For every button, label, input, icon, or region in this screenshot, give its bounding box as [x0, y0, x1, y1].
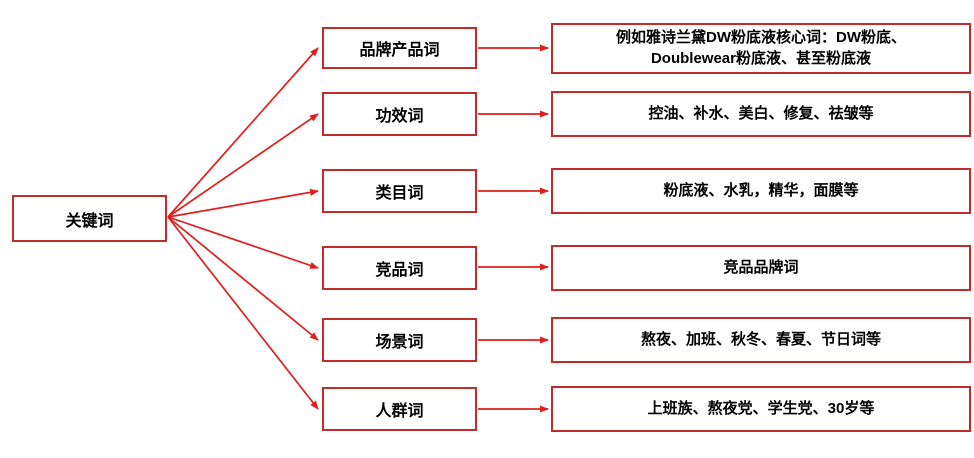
category-node-effect: 功效词: [322, 92, 477, 136]
description-node-crowd: 上班族、熬夜党、学生党、30岁等: [551, 386, 971, 432]
category-node-category: 类目词: [322, 169, 477, 213]
category-node-competitor: 竞品词: [322, 246, 477, 290]
description-node-effect: 控油、补水、美白、修复、祛皱等: [551, 91, 971, 137]
description-node-category: 粉底液、水乳，精华，面膜等: [551, 168, 971, 214]
category-node-scene: 场景词: [322, 318, 477, 362]
description-node-competitor: 竞品品牌词: [551, 245, 971, 291]
arrow-root-to-category: [167, 188, 319, 218]
root-node-keyword: 关键词: [12, 195, 167, 242]
arrow-root-to-brand: [167, 47, 319, 218]
arrow-root-to-scene: [167, 216, 319, 341]
arrow-root-to-effect: [167, 113, 319, 218]
arrow-root-to-rival: [167, 216, 319, 269]
arrow-root-to-crowd: [167, 216, 319, 410]
category-node-crowd: 人群词: [322, 387, 477, 431]
description-node-scene: 熬夜、加班、秋冬、春夏、节日词等: [551, 317, 971, 363]
category-node-brand-product: 品牌产品词: [322, 27, 477, 69]
description-node-brand-product: 例如雅诗兰黛DW粉底液核心词：DW粉底、 Doublewear粉底液、甚至粉底液: [551, 23, 971, 74]
